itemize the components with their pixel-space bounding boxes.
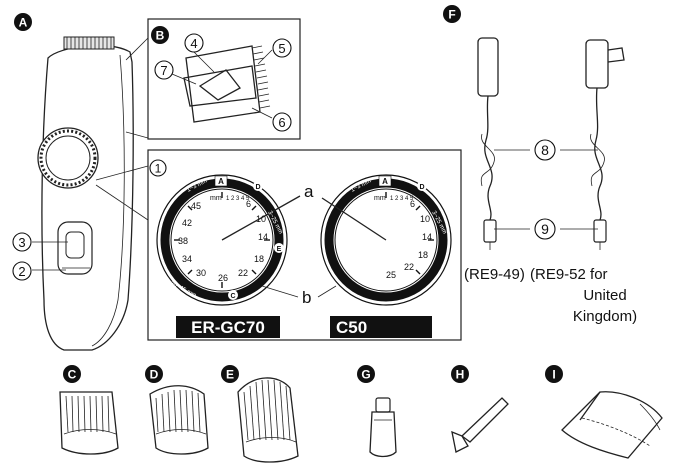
- comb-attachment-d: [149, 385, 209, 455]
- svg-text:10: 10: [256, 214, 266, 224]
- ac-adaptors: [477, 37, 625, 250]
- svg-text:42: 42: [182, 218, 192, 228]
- comb-attachment-e: [237, 377, 299, 463]
- badge-e: E: [221, 365, 239, 383]
- badge-b: B: [151, 26, 169, 44]
- svg-text:1 2 3 4 5: 1 2 3 4 5: [390, 196, 414, 202]
- svg-text:22: 22: [238, 268, 248, 278]
- svg-text:1 2 3 4 5: 1 2 3 4 5: [226, 196, 250, 202]
- svg-text:I: I: [552, 368, 555, 382]
- svg-text:5: 5: [278, 41, 285, 56]
- svg-text:mm: mm: [210, 195, 222, 202]
- svg-text:6: 6: [278, 115, 285, 130]
- svg-text:D: D: [419, 184, 424, 191]
- badge-g: G: [357, 365, 375, 383]
- svg-text:10: 10: [420, 214, 430, 224]
- svg-text:6: 6: [410, 199, 415, 209]
- callout-4: 4: [184, 33, 204, 53]
- badge-c: C: [63, 365, 81, 383]
- svg-text:38: 38: [178, 236, 188, 246]
- svg-text:G: G: [361, 368, 370, 382]
- callout-8: 8: [534, 139, 556, 161]
- dial-left: [156, 174, 301, 338]
- adaptor-label-re9-52-line3: Kingdom): [572, 308, 638, 325]
- svg-text:9: 9: [541, 221, 549, 237]
- svg-text:3: 3: [18, 235, 25, 250]
- oil-bottle: [369, 397, 397, 458]
- svg-text:A: A: [19, 16, 28, 30]
- svg-text:C: C: [230, 293, 235, 300]
- dial-inset: [147, 149, 462, 341]
- svg-text:E: E: [277, 246, 282, 253]
- callout-2: 2: [12, 261, 32, 281]
- adaptor-label-re9-49: (RE9-49): [464, 266, 525, 283]
- callout-b: b: [302, 288, 311, 307]
- model-label-left: ER-GC70: [191, 318, 265, 337]
- svg-text:6: 6: [246, 199, 251, 209]
- callout-6: 6: [272, 112, 292, 132]
- svg-text:D: D: [150, 368, 159, 382]
- svg-text:E: E: [226, 368, 234, 382]
- svg-text:34: 34: [182, 254, 192, 264]
- badge-h: H: [451, 365, 469, 383]
- svg-text:2: 2: [18, 264, 25, 279]
- svg-text:7: 7: [160, 63, 167, 78]
- badge-f: F: [443, 5, 461, 23]
- svg-text:C: C: [68, 368, 77, 382]
- callout-3: 3: [12, 232, 32, 252]
- svg-text:H: H: [456, 368, 465, 382]
- callout-5: 5: [272, 38, 292, 58]
- storage-pouch: [561, 391, 663, 459]
- callout-7: 7: [154, 60, 174, 80]
- svg-text:14: 14: [258, 232, 268, 242]
- svg-text:30: 30: [196, 268, 206, 278]
- svg-text:8: 8: [541, 142, 549, 158]
- svg-text:A: A: [382, 177, 388, 186]
- comb-attachment-c: [59, 391, 119, 455]
- callout-9: 9: [534, 218, 556, 240]
- clipper-body: [32, 36, 149, 351]
- dial-right: [317, 174, 452, 338]
- svg-text:22: 22: [404, 262, 414, 272]
- badge-a: A: [14, 13, 32, 31]
- callout-a: a: [304, 182, 314, 201]
- svg-text:1: 1: [155, 162, 162, 176]
- dial-left-labels: 1~3 mm 3~25 mm 20~45 mm A D E C mm 1 2 3…: [169, 175, 284, 337]
- svg-text:18: 18: [418, 250, 428, 260]
- svg-text:14: 14: [422, 232, 432, 242]
- adaptor-label-re9-52-line2: United: [583, 287, 627, 304]
- svg-text:D: D: [255, 184, 260, 191]
- svg-text:A: A: [218, 177, 224, 186]
- svg-text:45: 45: [191, 201, 201, 211]
- badge-d: D: [145, 365, 163, 383]
- svg-text:B: B: [156, 29, 165, 43]
- svg-text:4: 4: [190, 36, 197, 51]
- callout-1: 1: [149, 159, 167, 177]
- svg-text:26: 26: [218, 273, 228, 283]
- svg-text:F: F: [448, 8, 455, 22]
- svg-text:18: 18: [254, 254, 264, 264]
- svg-text:mm: mm: [374, 195, 386, 202]
- adaptor-label-re9-52-line1: (RE9-52 for: [530, 266, 608, 283]
- model-label-right: C50: [336, 318, 367, 337]
- svg-text:25: 25: [386, 270, 396, 280]
- cleaning-brush: [451, 397, 509, 453]
- badge-i: I: [545, 365, 563, 383]
